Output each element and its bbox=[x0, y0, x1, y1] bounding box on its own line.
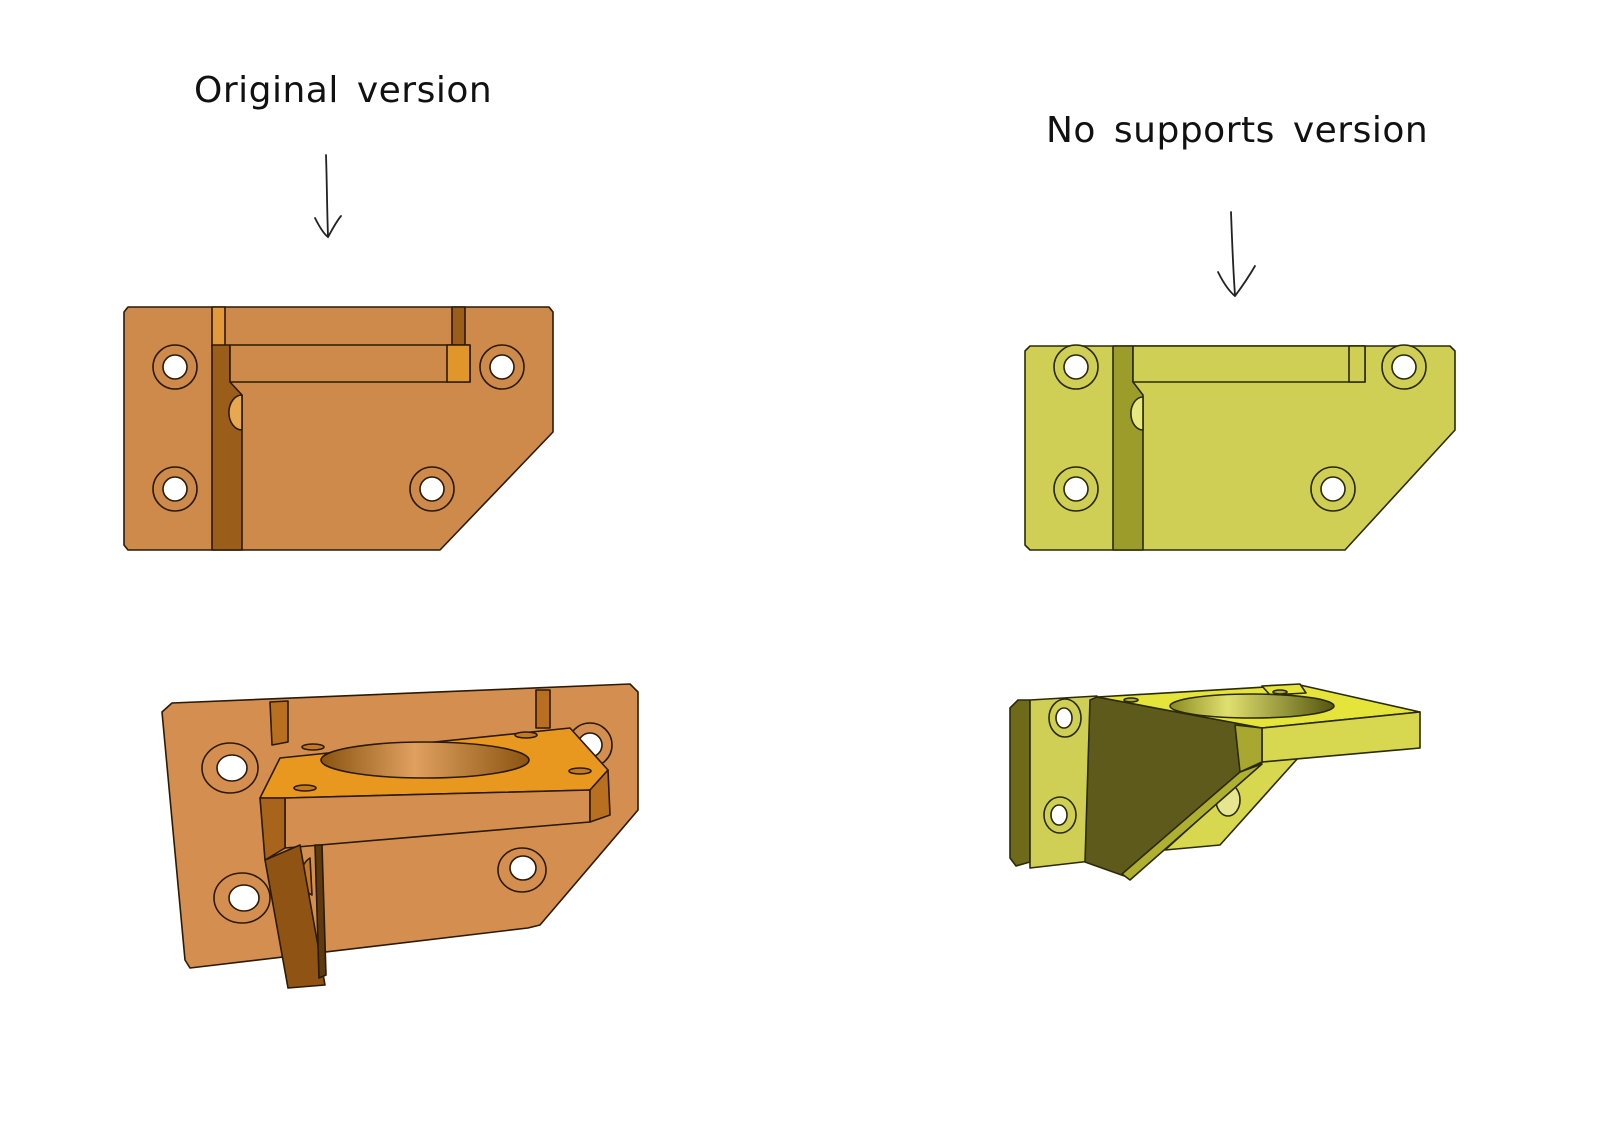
arrow-original bbox=[314, 154, 342, 239]
original-3d-view bbox=[161, 683, 639, 989]
original-top-view bbox=[123, 306, 554, 551]
original-version-label: Original version bbox=[194, 70, 493, 111]
mount-hole-icon bbox=[1043, 698, 1082, 834]
arrow-no-supports bbox=[1217, 211, 1256, 298]
mount-hole-icon bbox=[152, 344, 525, 512]
no-supports-version-label: No supports version bbox=[1046, 110, 1429, 151]
no-supports-3d-view bbox=[1009, 683, 1421, 881]
mount-hole-icon bbox=[1053, 344, 1427, 512]
no-supports-top-view bbox=[1024, 344, 1456, 551]
